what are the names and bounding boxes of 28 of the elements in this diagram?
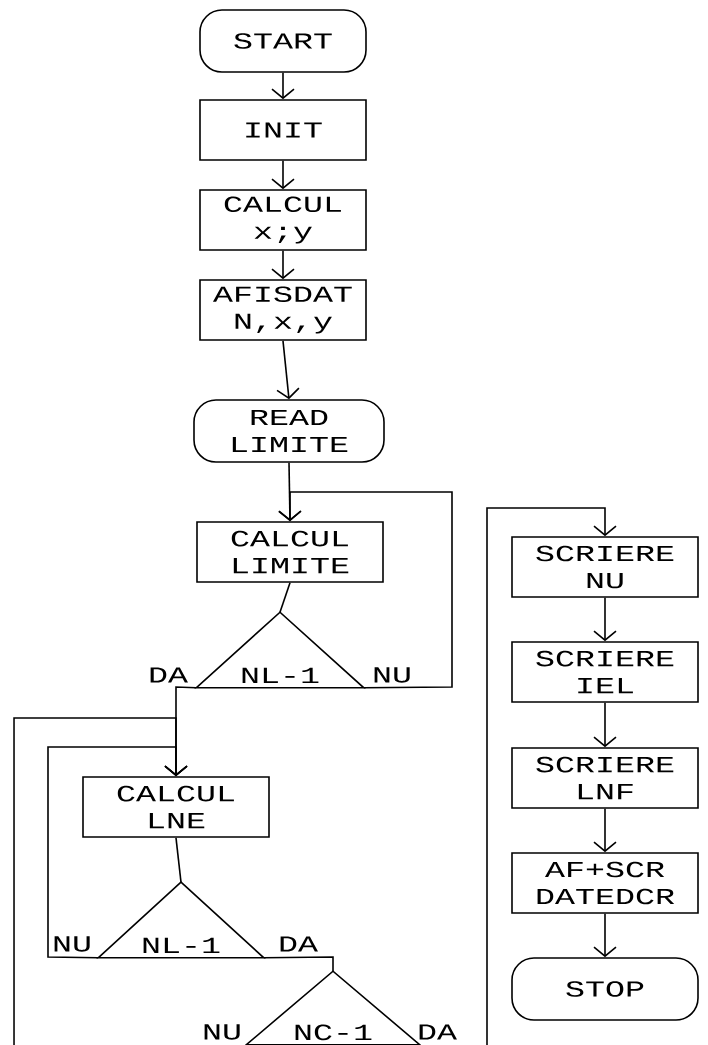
process-box: CALCUL LNE [82, 776, 270, 838]
process-box: SCRIERE NU [511, 536, 699, 598]
process-box: SCRIERE IEL [511, 641, 699, 703]
arrow [271, 250, 295, 280]
branch-label: NU [201, 1023, 243, 1041]
arrow [271, 160, 295, 190]
arrow [278, 491, 453, 689]
process-box: AFISDAT N,x,y [199, 279, 367, 341]
edge-label: DA [277, 935, 319, 953]
arrow [593, 597, 617, 642]
arrow [593, 702, 617, 748]
arrow [593, 913, 617, 958]
process-box: INIT [199, 99, 367, 161]
process-box: CALCUL x;y [199, 189, 367, 251]
process-box: CALCUL LIMITE [196, 521, 384, 583]
arrow [13, 717, 188, 1045]
edge-label: NU [51, 935, 93, 953]
process-box: AF+SCR DATEDCR [511, 852, 699, 914]
arrow [271, 72, 295, 100]
edge-label: DA [147, 666, 189, 684]
terminal-box: READ LIMITE [193, 399, 385, 463]
terminal-box: START [199, 9, 367, 73]
arrow [276, 340, 300, 400]
arrow [593, 808, 617, 853]
terminal-box: STOP [511, 957, 699, 1021]
arrow [486, 507, 617, 1045]
process-box: SCRIERE LNF [511, 747, 699, 809]
edge-label: NU [371, 666, 413, 684]
